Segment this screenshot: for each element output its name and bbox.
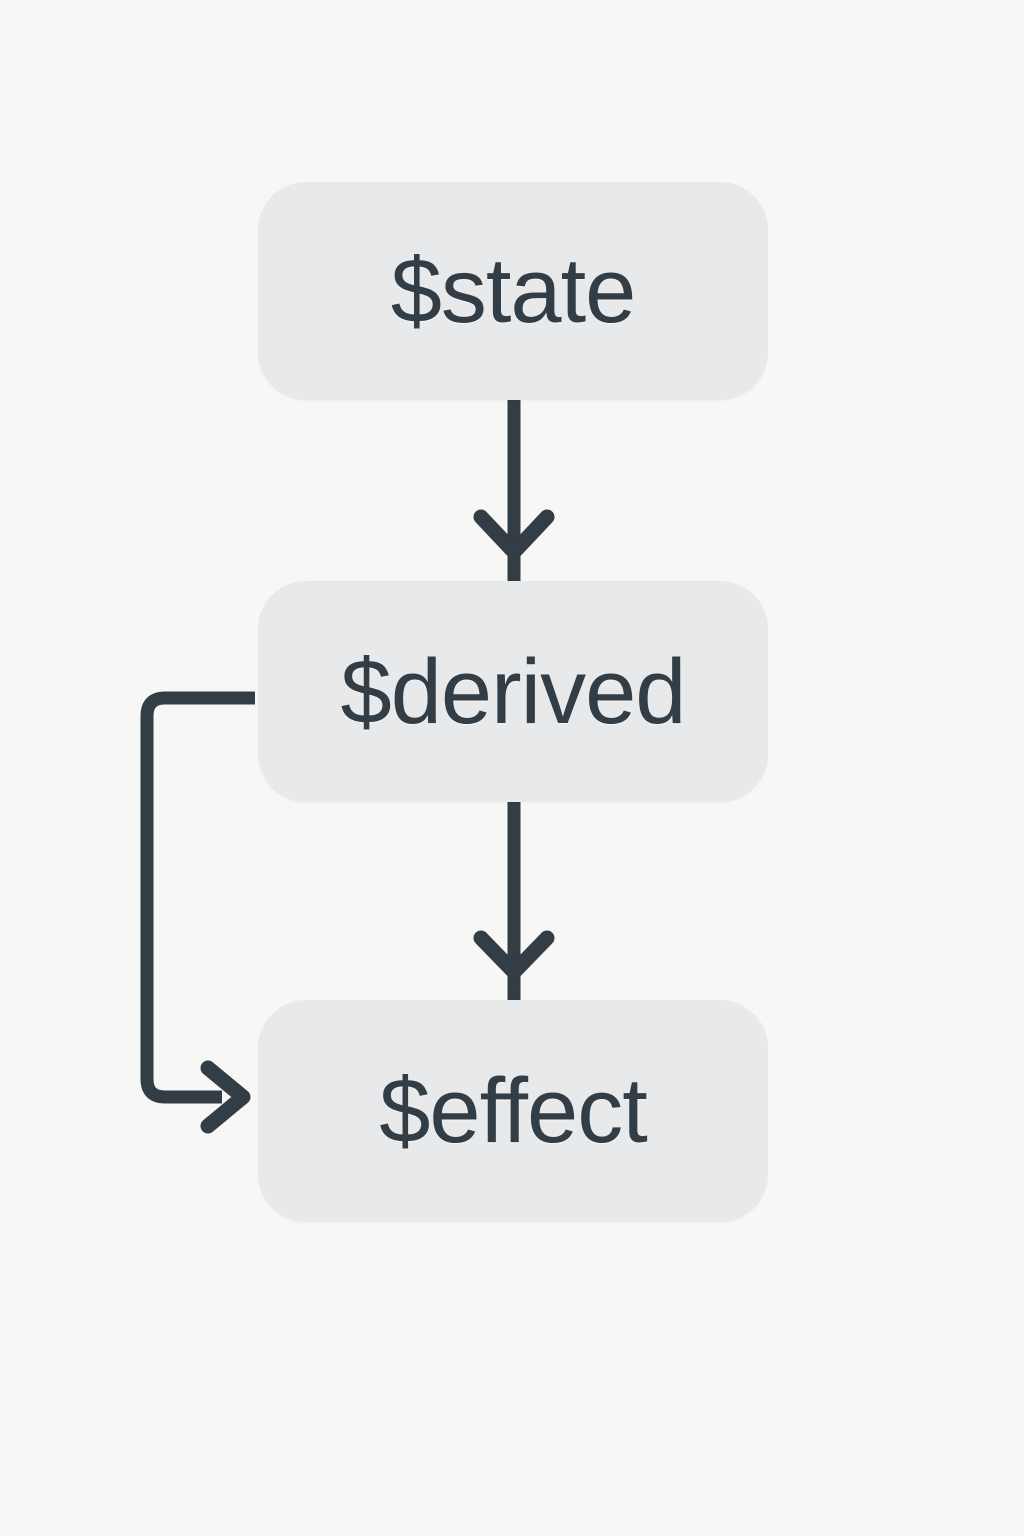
node-derived[interactable]: $derived	[258, 581, 768, 802]
edge-derived-to-effect-loop	[140, 691, 255, 1134]
node-derived-label: $derived	[340, 640, 687, 743]
edge-state-to-derived	[473, 398, 555, 584]
edge-derived-to-effect-loop-shaft	[140, 691, 255, 1104]
edge-derived-to-effect-loop-arrowhead	[200, 1060, 251, 1134]
edge-derived-to-effect	[473, 800, 555, 1002]
node-state-label: $state	[390, 240, 637, 342]
edge-state-to-derived-arrowhead	[473, 509, 555, 560]
node-effect[interactable]: $effect	[258, 1000, 768, 1222]
node-state[interactable]: $state	[258, 182, 768, 400]
node-effect-label: $effect	[379, 1060, 648, 1162]
edge-derived-to-effect-arrowhead	[473, 930, 555, 980]
